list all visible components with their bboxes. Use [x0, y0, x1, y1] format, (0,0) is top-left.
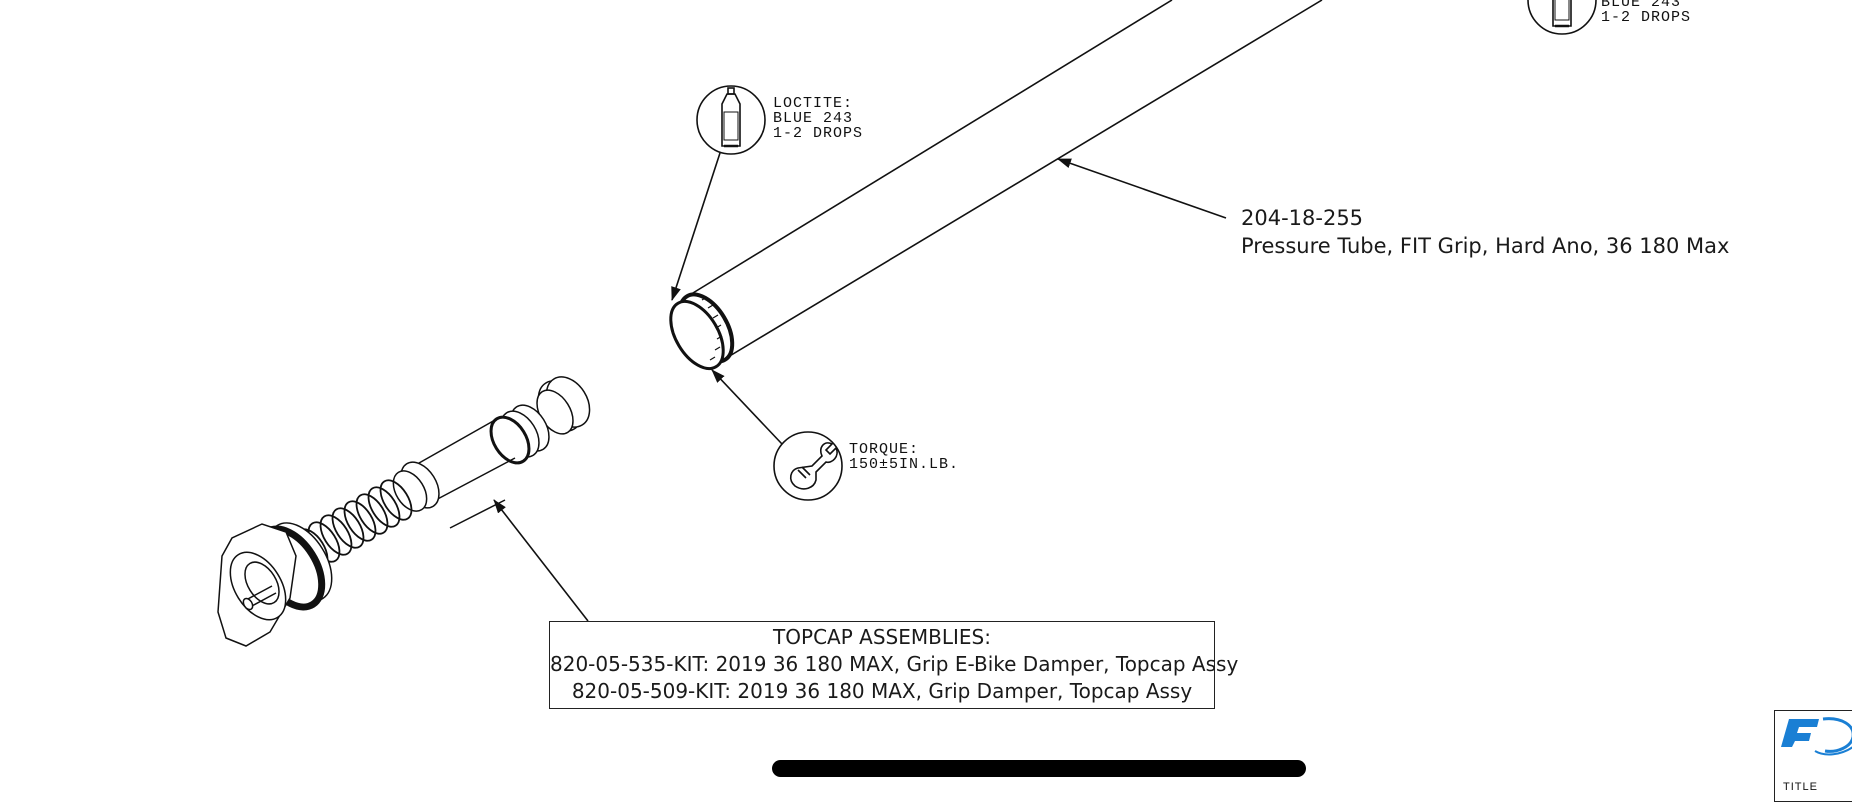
loctite-top-right-callout-label: BLUE 243 1-2 DROPS	[1601, 0, 1691, 25]
topcap-assemblies-box: TOPCAP ASSEMBLIES: 820-05-535-KIT: 2019 …	[549, 621, 1239, 709]
loctite-callout-label: LOCTITE: BLUE 243 1-2 DROPS	[773, 96, 863, 141]
loctite-tube-icon-top-right	[1527, 0, 1597, 35]
torque-callout-label: TORQUE: 150±5IN.LB.	[849, 442, 959, 472]
torque-wrench-icon	[773, 431, 843, 501]
loctite-line-3: 1-2 DROPS	[773, 125, 864, 142]
pressure-tube-description: Pressure Tube, FIT Grip, Hard Ano, 36 18…	[1241, 234, 1730, 258]
leader-topcap	[493, 499, 589, 622]
loctite-tube-icon	[696, 85, 766, 155]
leader-pressure-tube	[1057, 158, 1227, 219]
loctite-line-2: BLUE 243	[773, 110, 854, 127]
loctite-tr-line-2: 1-2 DROPS	[1601, 9, 1692, 26]
loctite-line-1: LOCTITE:	[773, 95, 854, 112]
topcap-item-1: 820-05-535-KIT: 2019 36 180 MAX, Grip E-…	[550, 652, 1239, 676]
title-block-label: TITLE	[1783, 781, 1818, 793]
pressure-tube-drawing	[669, 0, 1323, 371]
home-indicator-bar[interactable]	[772, 760, 1306, 777]
damper-assembly-drawing	[217, 376, 591, 647]
topcap-item-2: 820-05-509-KIT: 2019 36 180 MAX, Grip Da…	[571, 679, 1193, 703]
fox-logo-icon	[1781, 717, 1852, 756]
torque-line-2: 150±5IN.LB.	[849, 456, 960, 473]
pressure-tube-part-number: 204-18-255	[1241, 206, 1364, 230]
topcap-heading: TOPCAP ASSEMBLIES:	[773, 625, 991, 649]
loctite-tr-line-1: BLUE 243	[1601, 0, 1682, 11]
leader-arrows	[493, 152, 1227, 622]
leader-loctite	[671, 152, 721, 301]
title-block: TITLE	[1774, 710, 1852, 802]
leader-torque	[711, 369, 783, 445]
torque-line-1: TORQUE:	[849, 441, 920, 458]
